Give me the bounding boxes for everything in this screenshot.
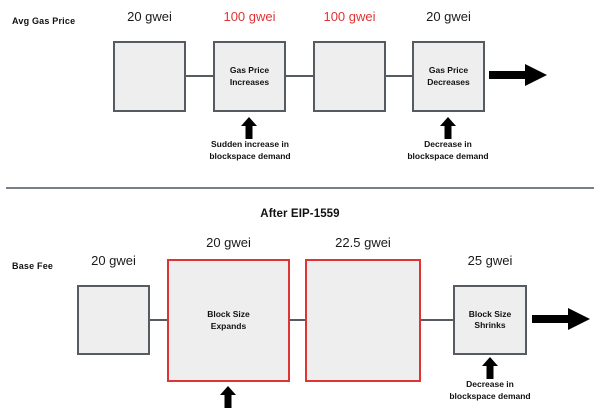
up-arrow-icon [220, 386, 236, 408]
top-row-label: Avg Gas Price [12, 16, 76, 26]
top-node-1[interactable] [113, 41, 186, 112]
top-value-label-1: 20 gwei [127, 9, 172, 24]
top-annotation-arrow-2 [440, 117, 456, 144]
bottom-annotation-text-1 [166, 408, 290, 415]
top-flow-arrow [489, 64, 547, 91]
top-annotation-text-2: Decrease in blockspace demand [407, 139, 489, 161]
bottom-flow-arrow [532, 308, 590, 335]
top-connector-3 [386, 75, 413, 77]
bottom-node-4-label: Block Size Shrinks [468, 308, 512, 330]
top-node-gas-price-increases[interactable]: Gas Price Increases [213, 41, 286, 112]
bottom-annotation-text-2: Decrease in blockspace demand [449, 379, 531, 401]
section-title-after-eip1559: After EIP-1559 [260, 208, 340, 220]
top-node-4-label: Gas Price Decreases [427, 65, 470, 87]
bottom-node-3[interactable] [305, 259, 421, 382]
bottom-value-label-4: 25 gwei [467, 253, 513, 268]
top-value-label-2: 100 gwei [223, 9, 276, 24]
top-node-gas-price-decreases[interactable]: Gas Price Decreases [412, 41, 485, 112]
up-arrow-icon [241, 117, 257, 139]
top-annotation-arrow-1 [241, 117, 257, 144]
bottom-row-label: Base Fee [12, 261, 54, 271]
bottom-node-1[interactable] [77, 285, 150, 355]
top-annotation-text-1: Sudden increase in blockspace demand [209, 139, 291, 161]
bottom-connector-3 [420, 319, 454, 321]
bottom-value-label-3: 22.5 gwei [335, 235, 391, 250]
bottom-value-label-1: 20 gwei [91, 253, 136, 268]
top-node-3[interactable] [313, 41, 386, 112]
section-divider [6, 187, 594, 189]
right-arrow-icon [532, 308, 590, 330]
bottom-node-2-label: Block Size Expands [207, 309, 250, 331]
top-value-label-4: 20 gwei [426, 9, 471, 24]
top-node-2-label: Gas Price Increases [229, 65, 270, 87]
bottom-connector-2 [290, 319, 306, 321]
bottom-value-label-2: 20 gwei [206, 235, 251, 250]
bottom-node-block-size-expands[interactable]: Block Size Expands [167, 259, 290, 382]
bottom-node-block-size-shrinks[interactable]: Block Size Shrinks [453, 285, 527, 355]
bottom-annotation-arrow-1 [220, 386, 236, 413]
up-arrow-icon [482, 357, 498, 379]
top-connector-1 [186, 75, 214, 77]
top-value-label-3: 100 gwei [323, 9, 376, 24]
top-connector-2 [286, 75, 314, 77]
bottom-annotation-arrow-2 [482, 357, 498, 384]
up-arrow-icon [440, 117, 456, 139]
bottom-connector-1 [150, 319, 168, 321]
right-arrow-icon [489, 64, 547, 86]
